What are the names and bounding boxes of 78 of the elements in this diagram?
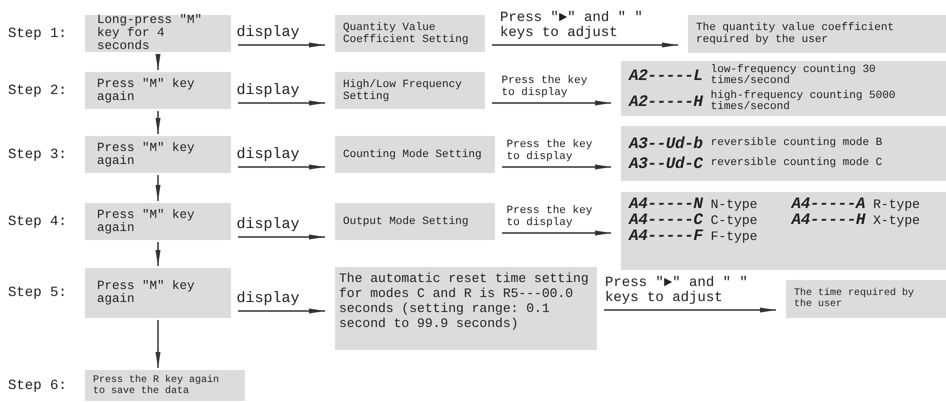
display-code: A4-----F <box>629 228 703 244</box>
description-text: reversible counting mode B <box>710 138 882 149</box>
arrow <box>156 320 160 368</box>
step-box <box>85 72 231 109</box>
arrow <box>238 42 325 48</box>
step-box <box>85 203 231 240</box>
description-text: low-frequency counting 30 times/second <box>710 64 877 86</box>
description-text: R-type <box>873 198 920 210</box>
box-text: Press "M" key again <box>97 142 196 168</box>
arrow <box>238 308 325 314</box>
display-code: A3--Ud-b <box>629 136 703 152</box>
step-box <box>335 267 597 350</box>
arrow <box>492 100 611 106</box>
step-label: Step 5: <box>8 285 67 301</box>
step-label: Step 6: <box>8 378 67 394</box>
box-text: Long-press "M" key for 4 seconds <box>97 14 204 53</box>
box-text: Press "M" key again <box>97 78 196 104</box>
box-text: Press "M" key again <box>97 208 196 234</box>
edge-label: display <box>236 25 301 41</box>
step-label: Step 1: <box>8 26 67 42</box>
edge-label: display <box>236 83 301 99</box>
step-box <box>85 370 245 401</box>
step-box <box>688 15 946 53</box>
display-code: A4-----C <box>629 212 703 228</box>
step-box <box>85 268 231 318</box>
box-text: Press the R key again to save the data <box>93 374 220 396</box>
box-text: Output Mode Setting <box>343 216 468 228</box>
box-text: High/Low Frequency Setting <box>343 78 463 102</box>
box-text: The quantity value coefficient required by the user <box>696 22 896 46</box>
description-text: X-type <box>873 214 920 226</box>
display-code: A4-----A <box>792 196 866 212</box>
step-box <box>85 136 231 173</box>
arrow <box>492 42 678 48</box>
description-text: high-frequency counting 5000 times/second <box>710 90 896 112</box>
step-label: Step 3: <box>8 146 67 162</box>
arrow <box>238 100 325 106</box>
edge-label: Press the key to display <box>506 139 594 163</box>
edge-label: display <box>236 147 301 163</box>
step-label: Step 4: <box>8 214 67 230</box>
box-text: The automatic reset time setting for modes C and R is R5---00.0 seconds (setting range: 0.1 second to 99.9 seconds) <box>339 271 590 331</box>
description-text: C-type <box>710 214 758 226</box>
arrow <box>238 164 325 170</box>
arrow <box>156 175 160 201</box>
arrow <box>502 230 611 236</box>
step-box <box>335 15 485 52</box>
box-text: Press "M" key again <box>97 280 196 306</box>
description-text: reversible counting mode C <box>710 158 882 169</box>
display-code: A2-----L <box>629 68 703 84</box>
box-text: The time required by the user <box>794 288 916 310</box>
step-box <box>335 136 495 173</box>
arrow <box>604 308 776 312</box>
display-code: A4-----N <box>629 196 703 212</box>
step-box <box>335 72 485 109</box>
arrow <box>502 164 611 170</box>
edge-label: Press the key to display <box>506 205 594 229</box>
edge-label: display <box>236 217 301 233</box>
edge-label: display <box>236 291 301 307</box>
arrow <box>156 111 160 134</box>
edge-label: Press "►" and " " keys to adjust <box>500 11 644 41</box>
result-box <box>621 61 946 116</box>
result-box <box>621 126 946 181</box>
edge-label: Press the key to display <box>502 75 588 99</box>
edge-label: Press "►" and " " keys to adjust <box>605 276 749 306</box>
result-box <box>621 192 946 270</box>
description-text: N-type <box>710 198 758 210</box>
box-text: Counting Mode Setting <box>343 148 482 160</box>
description-text: F-type <box>710 230 758 242</box>
step-label: Step 2: <box>8 82 67 98</box>
arrow <box>156 54 160 70</box>
step-box <box>786 280 946 318</box>
step-box <box>335 203 495 240</box>
arrow <box>238 234 325 240</box>
step-box <box>85 15 231 52</box>
display-code: A3--Ud-C <box>629 156 703 172</box>
display-code: A4-----H <box>792 212 866 228</box>
box-text: Quantity Value Coefficient Setting <box>343 22 470 46</box>
arrow <box>156 242 160 266</box>
display-code: A2-----H <box>629 94 703 110</box>
